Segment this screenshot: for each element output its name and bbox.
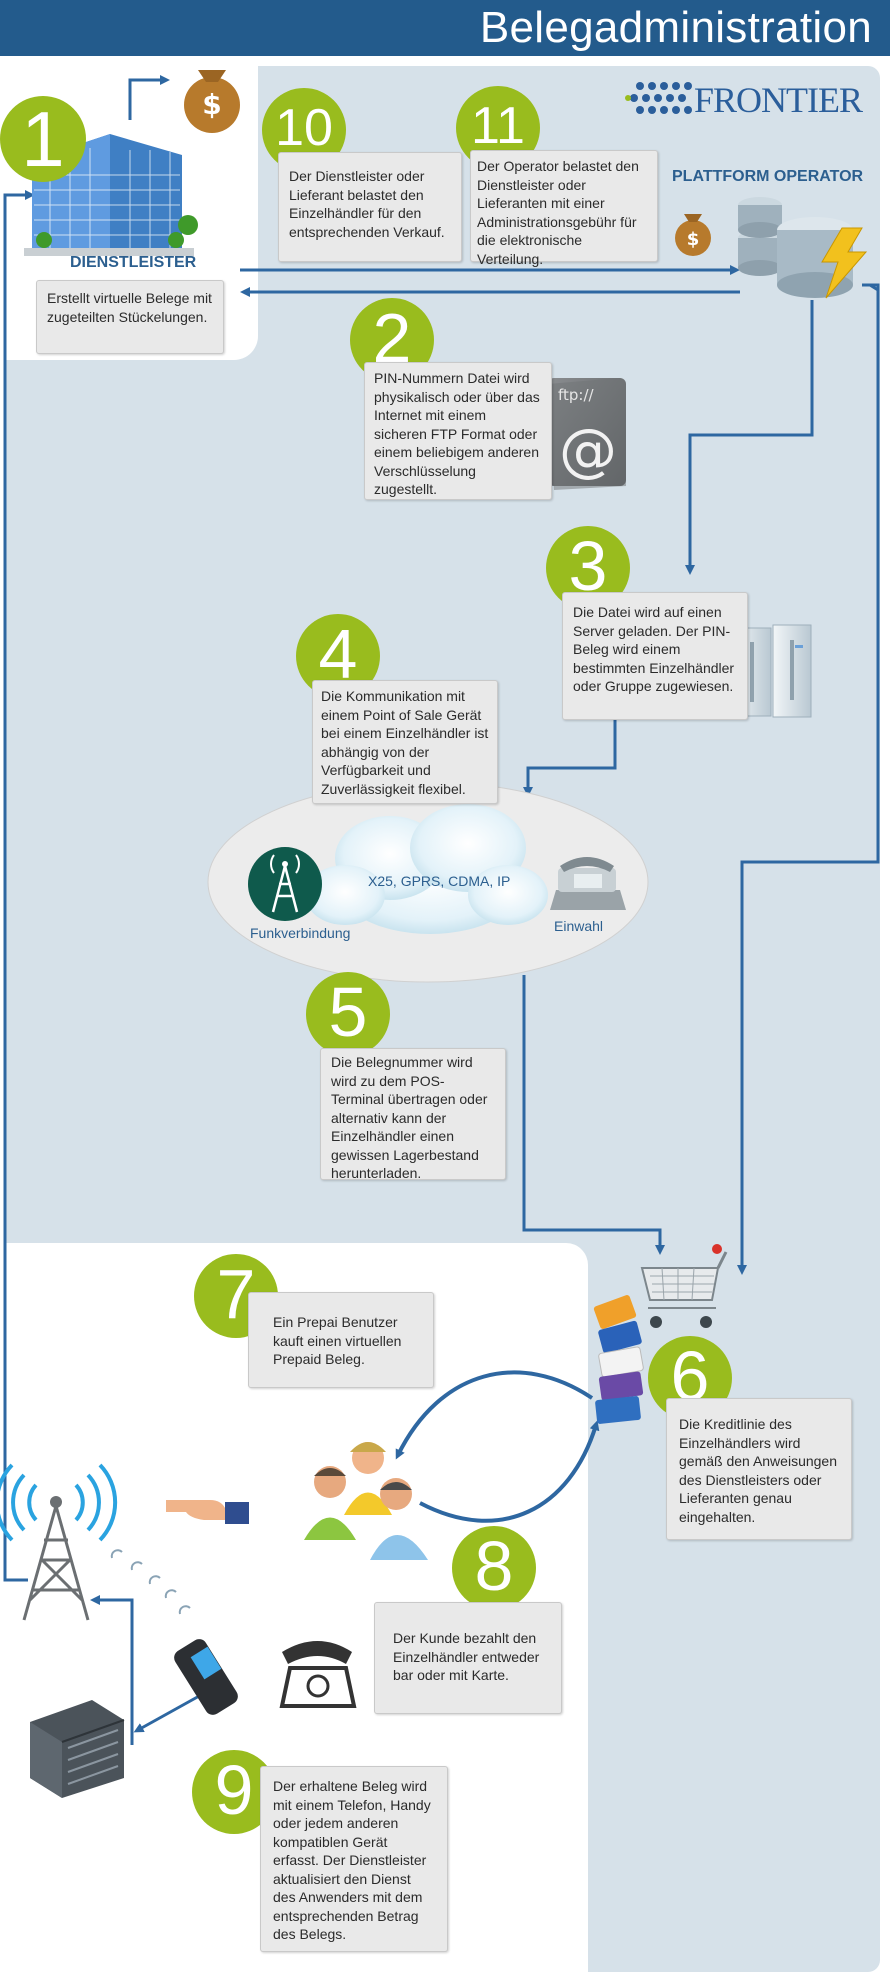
step-text-7: Ein Prepai Benutzer kauft einen virtuell… (248, 1292, 434, 1388)
step-number-7: 7 (194, 1254, 278, 1338)
database-icon (738, 197, 868, 299)
protocols-label: X25, GPRS, CDMA, IP (368, 873, 511, 889)
signal-waves-icon (110, 1549, 191, 1615)
money-bag-icon: $ (184, 70, 240, 133)
arrow-network-to-cart (522, 975, 665, 1255)
radio-mast-icon (0, 1463, 118, 1621)
page-title: Belegadministration (479, 3, 872, 52)
server-rack-icon (30, 1700, 125, 1798)
desk-phone-icon (550, 857, 626, 910)
dialup-label: Einwahl (554, 918, 604, 934)
arrow-server-to-network (523, 720, 617, 797)
arrow-customers-to-retailer (419, 1420, 600, 1523)
operator-label: PLATTFORM OPERATOR (672, 168, 864, 185)
arrow-operator-to-cart (737, 283, 880, 1275)
step-number-1: 1 (0, 96, 86, 182)
arrow-building-to-money (128, 75, 170, 120)
step-text-1: Erstellt virtuelle Belege mit zugeteilte… (36, 280, 224, 354)
customers-icon (304, 1442, 428, 1560)
frontier-logo: FRONTIER (694, 80, 863, 120)
mobile-phone-icon (174, 1639, 238, 1715)
frontier-logo-icon (625, 82, 692, 114)
svg-text:$: $ (687, 229, 700, 250)
telephone-icon (279, 1641, 357, 1708)
radio-tower-icon (248, 847, 322, 921)
arrow-retailer-to-customers (395, 1370, 594, 1460)
pointing-hand-icon (166, 1500, 249, 1524)
step-text-5: Die Belegnummer wird wird zu dem POS-Ter… (320, 1048, 506, 1181)
provider-label: DIENSTLEISTER (70, 254, 197, 271)
arrow-phone-to-tower (90, 1595, 134, 1745)
step-text-8: Der Kunde bezahlt den Einzelhändler entw… (374, 1602, 562, 1714)
step-text-9: Der erhaltene Beleg wird mit einem Telef… (260, 1766, 448, 1952)
svg-text:$: $ (202, 88, 221, 121)
step-number-8: 8 (452, 1526, 536, 1610)
step-text-4: Die Kommunikation mit einem Point of Sal… (312, 680, 498, 804)
step-text-11: Der Operator belastet den Dienstleister … (470, 150, 658, 267)
shopping-cart-icon (640, 1244, 728, 1328)
radio-label: Funkverbindung (250, 925, 351, 941)
arrow-tower-to-provider (3, 190, 35, 1582)
step-number-5: 5 (306, 972, 390, 1056)
svg-text:ftp://: ftp:// (558, 386, 595, 404)
operator-money-bag-icon: $ (675, 214, 711, 256)
svg-text:@: @ (559, 416, 617, 484)
step-text-2: PIN-Nummern Datei wird physikalisch oder… (364, 362, 552, 500)
step-text-6: Die Kreditlinie des Einzelhändlers wird … (666, 1398, 852, 1540)
header-bar: Belegadministration (0, 0, 890, 56)
step-text-3: Die Datei wird auf einen Server geladen.… (562, 592, 748, 720)
credit-cards-icon (593, 1295, 644, 1424)
arrow-operator-to-server (685, 300, 814, 575)
ftp-icon: ftp:// @ (548, 378, 626, 490)
step-text-10: Der Dienstleister oder Lieferant belaste… (278, 152, 462, 262)
cloud-icon (305, 804, 548, 934)
